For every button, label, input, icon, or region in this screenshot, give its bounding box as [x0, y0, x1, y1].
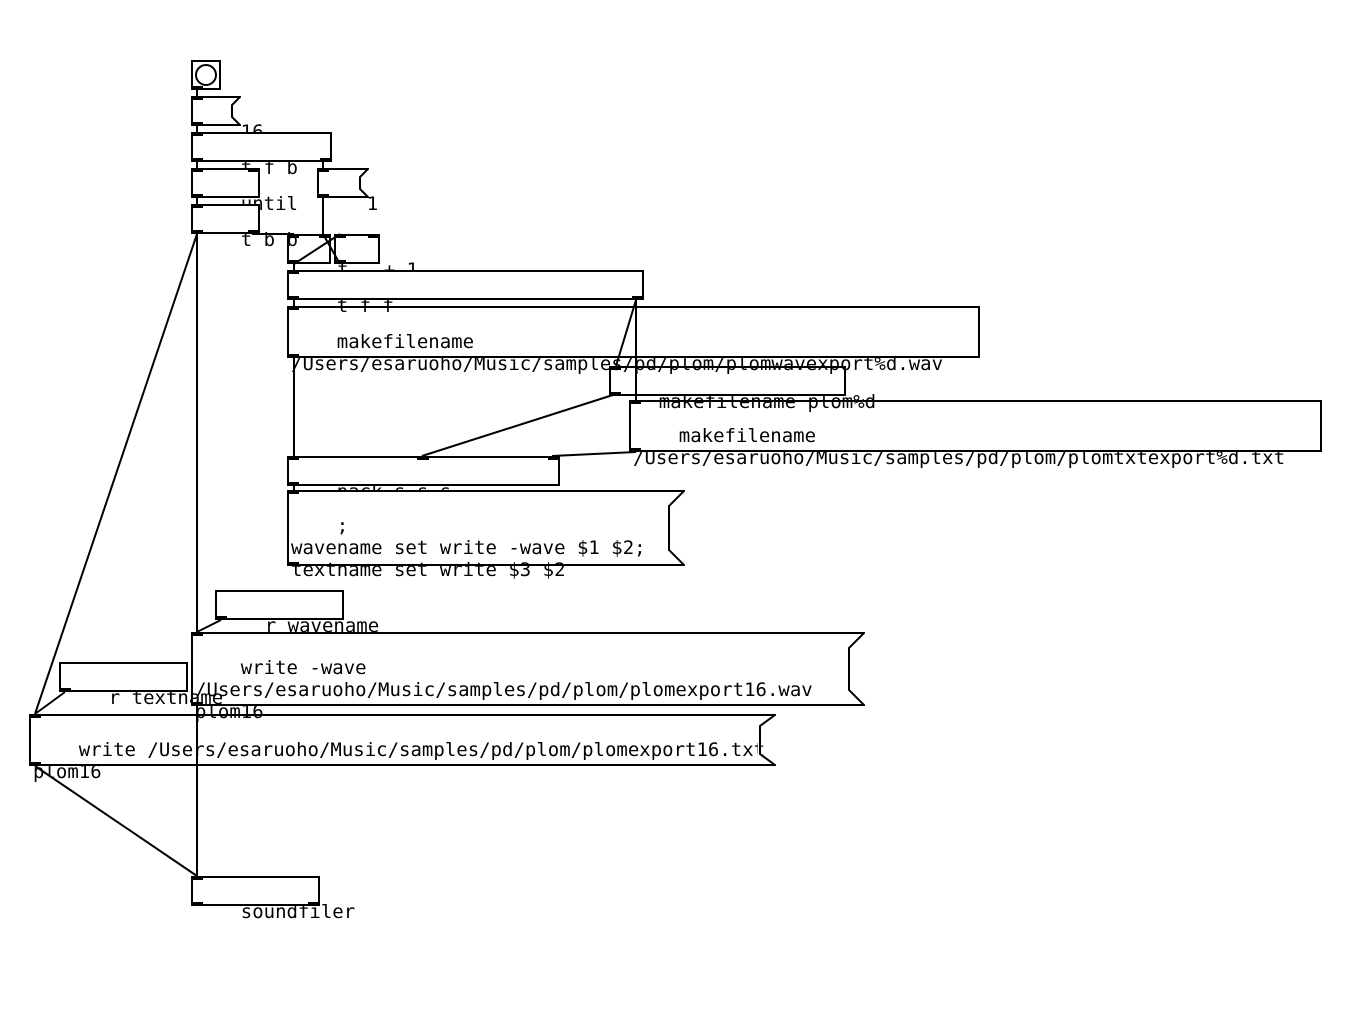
message-text: ; wavename set write -wave $1 $2; textna… — [291, 515, 646, 581]
cord — [421, 393, 617, 457]
message-text: write /Users/esaruoho/Music/samples/pd/p… — [33, 739, 766, 783]
message-1[interactable]: 1 — [317, 168, 378, 215]
object-soundfiler[interactable]: soundfiler — [191, 876, 355, 923]
object-text: r wavename — [264, 615, 380, 637]
object-float[interactable]: f — [287, 234, 348, 281]
pd-patch-canvas[interactable]: 16 t f b until 1 t b b f — [0, 0, 1356, 948]
message-text: 1 — [366, 193, 379, 215]
message-write-wave[interactable]: write -wave /Users/esaruoho/Music/sample… — [191, 632, 865, 723]
object-plus-1[interactable]: + 1 — [334, 234, 418, 281]
object-text: makefilename /Users/esaruoho/Music/sampl… — [291, 331, 944, 375]
message-set-names[interactable]: ; wavename set write -wave $1 $2; textna… — [287, 490, 685, 581]
bang-button[interactable] — [191, 60, 221, 90]
object-text: makefilename plom%d — [658, 391, 877, 413]
cord — [34, 233, 198, 715]
bang-circle-icon — [195, 64, 217, 86]
message-flag-icon — [667, 490, 685, 566]
object-pack[interactable]: pack s s s — [287, 456, 560, 503]
object-receive-wavename[interactable]: r wavename — [215, 590, 379, 637]
object-until[interactable]: until — [191, 168, 298, 215]
message-flag-icon — [758, 714, 776, 766]
object-receive-textname[interactable]: r textname — [59, 662, 223, 709]
cord — [34, 691, 66, 715]
object-text: makefilename /Users/esaruoho/Music/sampl… — [633, 425, 1286, 469]
object-makefilename-plom[interactable]: makefilename plom%d — [609, 366, 876, 413]
object-trigger-ff[interactable]: t f f — [287, 270, 644, 317]
object-text: soundfiler — [240, 901, 356, 923]
object-text: r textname — [108, 687, 224, 709]
message-flag-icon — [351, 168, 369, 198]
cord — [196, 619, 222, 633]
message-flag-icon — [223, 96, 241, 126]
object-makefilename-wav[interactable]: makefilename /Users/esaruoho/Music/sampl… — [287, 306, 980, 375]
message-write-text[interactable]: write /Users/esaruoho/Music/samples/pd/p… — [29, 714, 776, 783]
object-trigger-fb[interactable]: t f b — [191, 132, 332, 179]
message-16[interactable]: 16 — [191, 96, 264, 143]
object-text: t b b — [240, 229, 298, 251]
message-flag-icon — [847, 632, 865, 706]
object-makefilename-txt[interactable]: makefilename /Users/esaruoho/Music/sampl… — [629, 400, 1322, 469]
message-text: write -wave /Users/esaruoho/Music/sample… — [195, 657, 813, 723]
object-trigger-bb[interactable]: t b b — [191, 204, 298, 251]
